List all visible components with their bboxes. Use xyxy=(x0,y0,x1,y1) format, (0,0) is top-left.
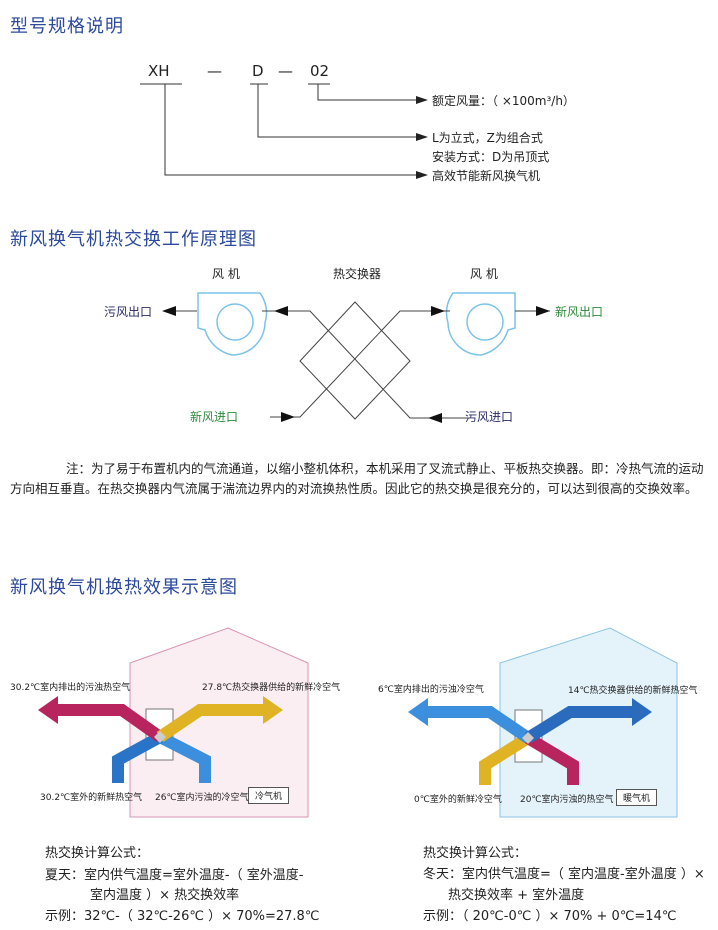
summer-indoor-label: 26℃室内污浊的冷空气 xyxy=(155,793,249,803)
summer-outdoor-label: 30.2℃室外的新鲜热空气 xyxy=(40,793,143,803)
winter-example: 示例：（ 20℃-0℃ ）× 70% + 0℃=14℃ xyxy=(423,909,677,924)
label-mount: 安装方式：D为吊顶式 xyxy=(432,150,550,164)
fan-right-outline xyxy=(445,292,516,356)
winter-device-badge: 暖气机 xyxy=(616,789,658,806)
summer-exhaust-label: 30.2℃室内排出的污浊热空气 xyxy=(10,683,131,693)
summer-device-badge: 冷气机 xyxy=(248,787,290,804)
winter-indoor-label: 20℃室内污浊的热空气 xyxy=(520,795,614,805)
fan-left-outline xyxy=(197,292,268,356)
summer-formula-line2: 室内温度 ）× 热交换效率 xyxy=(90,888,240,903)
label-product: 高效节能新风换气机 xyxy=(432,169,541,183)
winter-formula-title: 热交换计算公式： xyxy=(423,846,528,861)
section-title-model-spec: 型号规格说明 xyxy=(10,16,124,37)
fresh-air-inlet-label: 新风进口 xyxy=(190,410,239,424)
code-airflow: 02 xyxy=(310,62,330,80)
dirty-air-inlet-label: 污风进口 xyxy=(465,410,514,424)
winter-exhaust-label: 6℃室内排出的污浊冷空气 xyxy=(378,685,484,695)
code-series: XH xyxy=(148,62,170,80)
label-airflow: 额定风量：（ ×100m³/h） xyxy=(432,94,575,108)
summer-supply-label: 27.8℃热交换器供给的新鲜冷空气 xyxy=(202,683,341,693)
summer-example: 示例：32℃-（ 32℃-26℃ ）× 70%=27.8℃ xyxy=(45,909,320,924)
code-dash-2: — xyxy=(278,62,293,80)
fan-right-label: 风 机 xyxy=(470,267,498,281)
section-title-principle: 新风换气机热交换工作原理图 xyxy=(10,229,257,250)
house-winter xyxy=(499,627,678,818)
fan-left-label: 风 机 xyxy=(212,267,240,281)
code-dash-1: — xyxy=(207,62,222,80)
code-mount: D xyxy=(252,62,264,80)
dirty-air-outlet-label: 污风出口 xyxy=(104,305,153,319)
winter-outdoor-label: 0℃室外的新鲜冷空气 xyxy=(414,795,502,805)
summer-formula-title: 热交换计算公式： xyxy=(45,846,150,861)
winter-formula-line1: 冬天：室内供气温度=（ 室内温度-室外温度 ）× xyxy=(423,867,705,882)
note-paragraph: 注：为了易于布置机内的气流通道，以缩小整机体积，本机采用了叉流式静止、平板热交换… xyxy=(10,461,704,496)
winter-formula-line2: 热交换效率 + 室外温度 xyxy=(448,888,585,903)
summer-formula-line1: 夏天：室内供气温度=室外温度-（ 室外温度- xyxy=(45,868,304,883)
house-summer xyxy=(129,627,309,818)
exchanger-label: 热交换器 xyxy=(333,267,382,281)
winter-supply-label: 14℃热交换器供给的新鲜热空气 xyxy=(568,686,698,696)
fresh-air-outlet-label: 新风出口 xyxy=(555,305,604,319)
label-type: L为立式，Z为组合式 xyxy=(432,131,543,145)
section-title-effect: 新风换气机换热效果示意图 xyxy=(10,577,238,598)
heat-exchanger-grid xyxy=(165,301,550,420)
